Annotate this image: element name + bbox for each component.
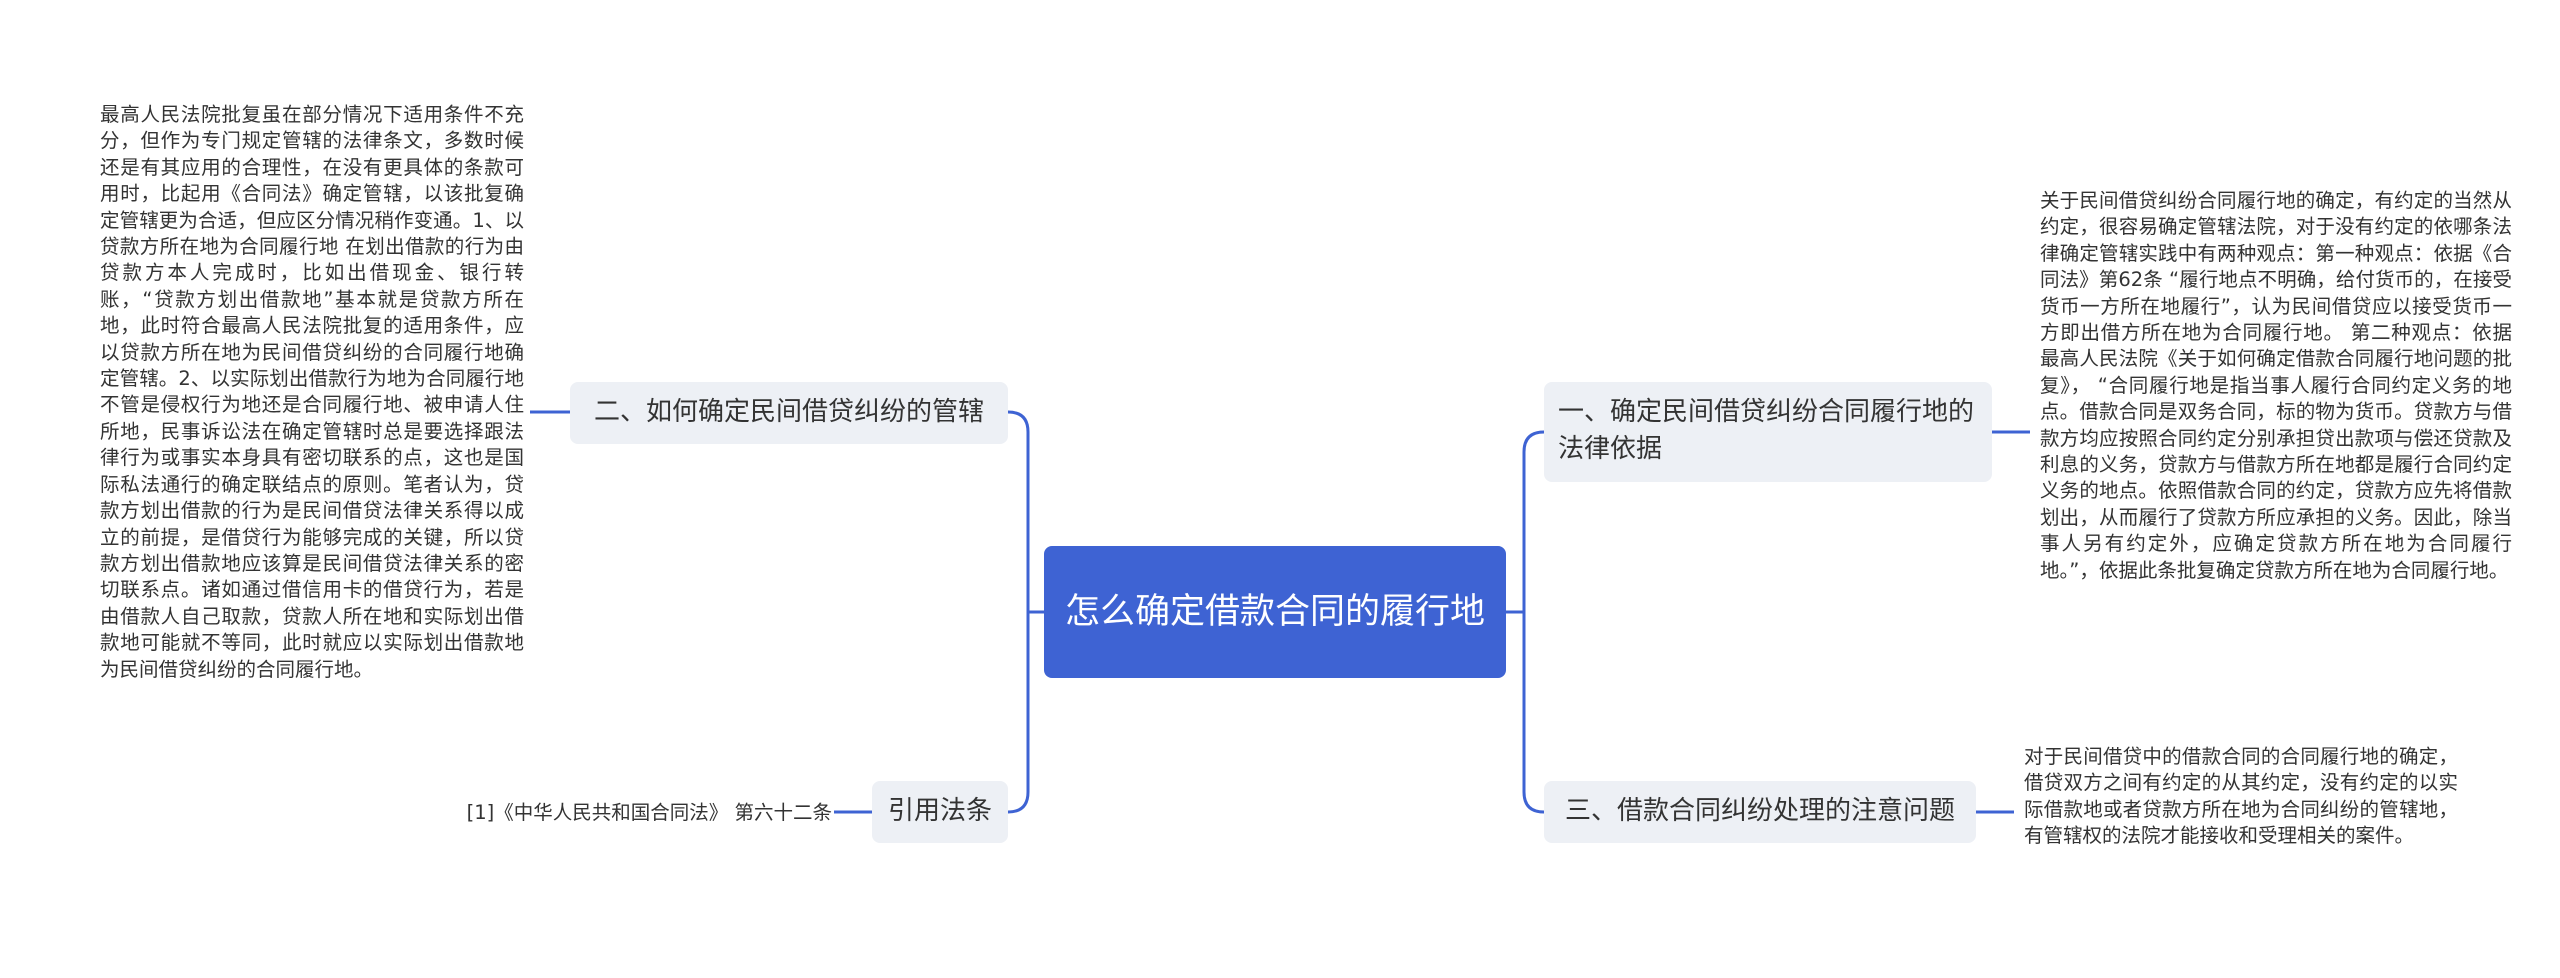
branch-jurisdiction-label: 二、如何确定民间借贷纠纷的管辖 [593,397,984,427]
branch-notes-label: 三、借款合同纠纷处理的注意问题 [1564,796,1955,826]
detail-notes: 对于民间借贷中的借款合同的合同履行地的确定，借贷双方之间有约定的从其约定，没有约… [2024,745,2458,848]
detail-jurisdiction: 最高人民法院批复虽在部分情况下适用条件不充分，但作为专门规定管辖的法律条文，多数… [100,103,524,681]
connector-root-to-right-1 [1506,430,1545,614]
connector-root-to-right-3 [1506,610,1545,814]
branch-legal-basis[interactable]: 一、确定民间借贷纠纷合同履行地的法律依据 [1544,382,1992,482]
connector-root-to-left-1 [1007,410,1044,614]
branch-notes[interactable]: 三、借款合同纠纷处理的注意问题 [1544,781,1976,843]
root-topic[interactable]: 怎么确定借款合同的履行地 [1044,546,1506,678]
root-topic-label: 怎么确定借款合同的履行地 [1064,592,1485,632]
connector-root-to-left-2 [1007,610,1044,814]
branch-cited-law[interactable]: 引用法条 [872,781,1008,843]
branch-cited-law-label: 引用法条 [887,796,992,826]
detail-legal-basis: 关于民间借贷纠纷合同履行地的确定，有约定的当然从约定，很容易确定管辖法院，对于没… [2040,189,2512,582]
branch-jurisdiction[interactable]: 二、如何确定民间借贷纠纷的管辖 [570,382,1008,444]
branch-legal-basis-label: 一、确定民间借贷纠纷合同履行地的法律依据 [1558,397,1975,464]
detail-cited-law: [1]《中华人民共和国合同法》 第六十二条 [466,801,832,824]
